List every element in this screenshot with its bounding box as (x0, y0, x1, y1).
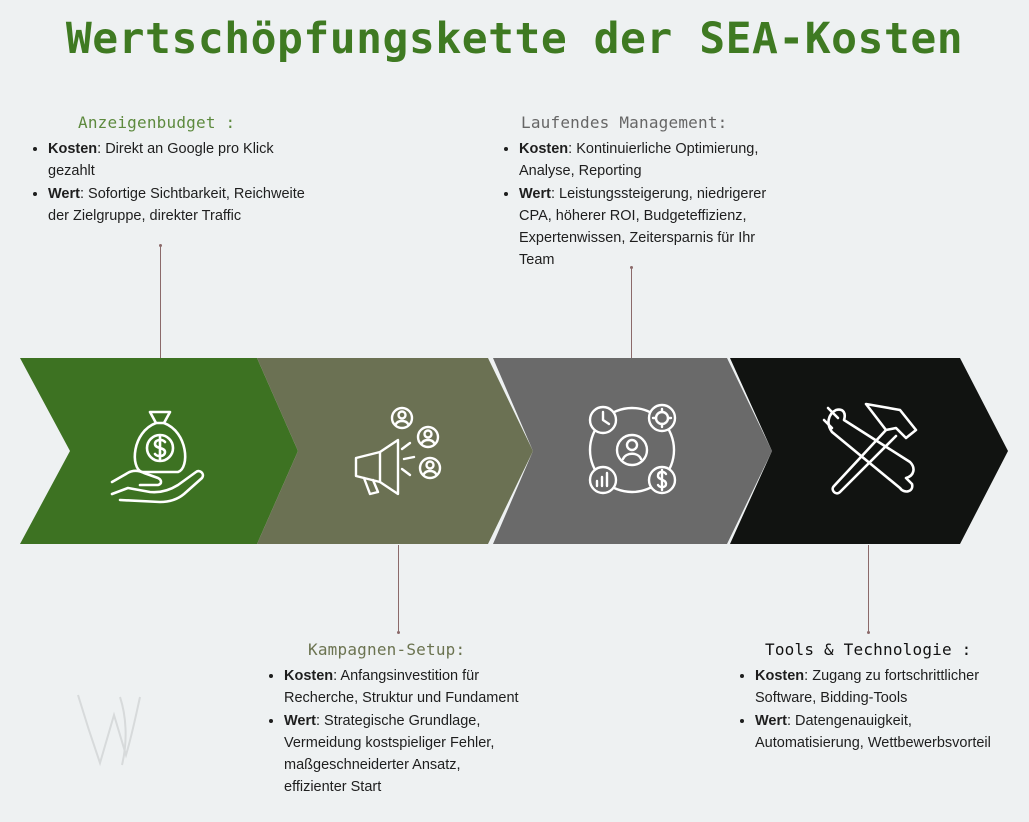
megaphone-audience-icon (354, 406, 442, 496)
list-item: Kosten: Direkt an Google pro Klick gezah… (48, 138, 310, 182)
list-item: Wert: Leistungssteigerung, niedrigerer C… (519, 183, 771, 271)
list-item: Kosten: Zugang zu fortschrittlicher Soft… (755, 665, 1007, 709)
connector-budget (160, 246, 161, 358)
connector-dot-management (630, 266, 633, 269)
list-item: Wert: Sofortige Sichtbarkeit, Reichweite… (48, 183, 310, 227)
list-item: Wert: Strategische Grundlage, Vermeidung… (284, 710, 526, 798)
watermark-logo (77, 694, 141, 767)
page-title: Wertschöpfungskette der SEA-Kosten (65, 14, 964, 64)
connector-dot-tools (867, 631, 870, 634)
stage-tools-heading: Tools & Technologie : (765, 640, 972, 659)
chevron-setup (257, 358, 533, 544)
stage-tools-block: Tools & Technologie : Kosten: Zugang zu … (737, 640, 1007, 755)
stage-setup-list: Kosten: Anfangsinvestition für Recherche… (266, 665, 526, 798)
stage-budget-list: Kosten: Direkt an Google pro Klick gezah… (30, 138, 310, 227)
management-hub-icon (588, 403, 677, 495)
stage-tools-list: Kosten: Zugang zu fortschrittlicher Soft… (737, 665, 1007, 754)
stage-management-block: Laufendes Management: Kosten: Kontinuier… (501, 113, 771, 272)
stage-setup-block: Kampagnen-Setup: Kosten: Anfangsinvestit… (266, 640, 526, 799)
connector-setup (398, 545, 399, 633)
connector-management (631, 268, 632, 358)
chevron-tools (730, 358, 1008, 544)
money-bag-hand-icon (110, 410, 205, 504)
connector-dot-budget (159, 244, 162, 247)
stage-management-heading: Laufendes Management: (521, 113, 728, 132)
stage-setup-heading: Kampagnen-Setup: (308, 640, 466, 659)
list-item: Kosten: Anfangsinvestition für Recherche… (284, 665, 526, 709)
stage-budget-block: Anzeigenbudget : Kosten: Direkt an Googl… (30, 113, 310, 228)
stage-budget-heading: Anzeigenbudget : (78, 113, 236, 132)
stage-management-list: Kosten: Kontinuierliche Optimierung, Ana… (501, 138, 771, 271)
wrench-hammer-icon (822, 402, 918, 495)
list-item: Wert: Datengenauigkeit, Automatisierung,… (755, 710, 1007, 754)
connector-dot-setup (397, 631, 400, 634)
connector-tools (868, 545, 869, 633)
list-item: Kosten: Kontinuierliche Optimierung, Ana… (519, 138, 771, 182)
